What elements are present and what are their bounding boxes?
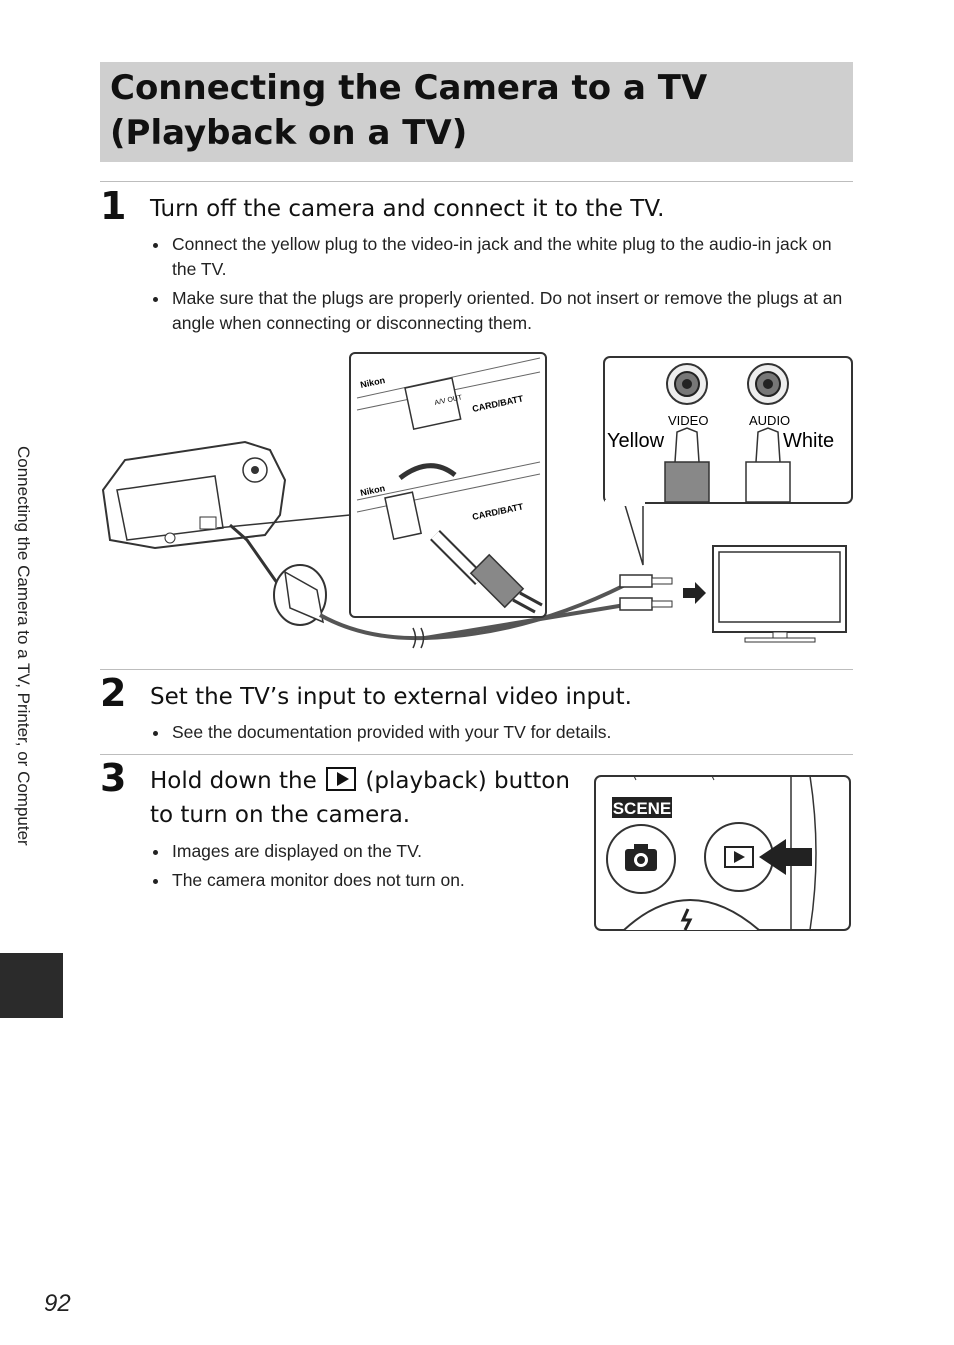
divider <box>100 669 853 670</box>
step-2-bullets: See the documentation provided with your… <box>150 720 850 749</box>
rca-plug-white <box>619 597 673 611</box>
arrow-right-icon <box>683 582 706 604</box>
audio-jack-label: AUDIO <box>749 413 790 428</box>
step-3-bullets: Images are displayed on the TV. The came… <box>150 839 570 897</box>
list-item: Make sure that the plugs are properly or… <box>150 286 850 336</box>
arrow-left-icon <box>759 839 812 875</box>
step-3-title-start: Hold down the <box>150 768 317 794</box>
camera-body <box>101 440 287 550</box>
page-number: 92 <box>44 1290 71 1317</box>
list-item: Images are displayed on the TV. <box>150 839 570 864</box>
page-title: Connecting the Camera to a TV (Playback … <box>110 68 708 153</box>
step-2-title: Set the TV’s input to external video inp… <box>150 684 632 710</box>
divider <box>100 181 853 182</box>
jack-callout: VIDEO AUDIO Yellow White <box>603 356 853 566</box>
scene-badge <box>612 797 672 818</box>
title-box: Connecting the Camera to a TV (Playback … <box>100 62 853 162</box>
yellow-label: Yellow <box>607 430 665 452</box>
ferrite-core <box>273 564 327 626</box>
list-item: Connect the yellow plug to the video-in … <box>150 232 850 282</box>
step-1-number: 1 <box>100 184 127 228</box>
play-button-icon <box>724 846 754 868</box>
step-3-title: Hold down the (playback) button to turn … <box>150 764 570 832</box>
video-jack-label: VIDEO <box>668 413 708 428</box>
camera-icon <box>625 844 657 871</box>
flash-icon <box>680 908 693 931</box>
step-2-number: 2 <box>100 671 127 715</box>
connection-diagram: Nikon A/V OUT CARD/BATT Nikon CARD/BATT … <box>101 352 853 649</box>
rca-plug-yellow <box>619 574 673 588</box>
divider <box>100 754 853 755</box>
port-closeup: Nikon A/V OUT CARD/BATT Nikon CARD/BATT <box>349 352 547 618</box>
playback-button-diagram: SCENE <box>594 775 851 931</box>
scene-label: SCENE <box>613 799 672 818</box>
tv-icon <box>712 545 847 643</box>
step-1-title: Turn off the camera and connect it to th… <box>150 196 665 222</box>
section-tab <box>0 953 63 1018</box>
step-3-number: 3 <box>100 756 127 800</box>
playback-icon <box>326 767 357 791</box>
list-item: The camera monitor does not turn on. <box>150 868 570 893</box>
step-1-bullets: Connect the yellow plug to the video-in … <box>150 232 850 340</box>
step-3-title-end: (playback) button to turn on the camera. <box>150 768 570 828</box>
section-sidebar-label: Connecting the Camera to a TV, Printer, … <box>14 446 33 846</box>
list-item: See the documentation provided with your… <box>150 720 850 745</box>
white-label: White <box>783 430 834 452</box>
